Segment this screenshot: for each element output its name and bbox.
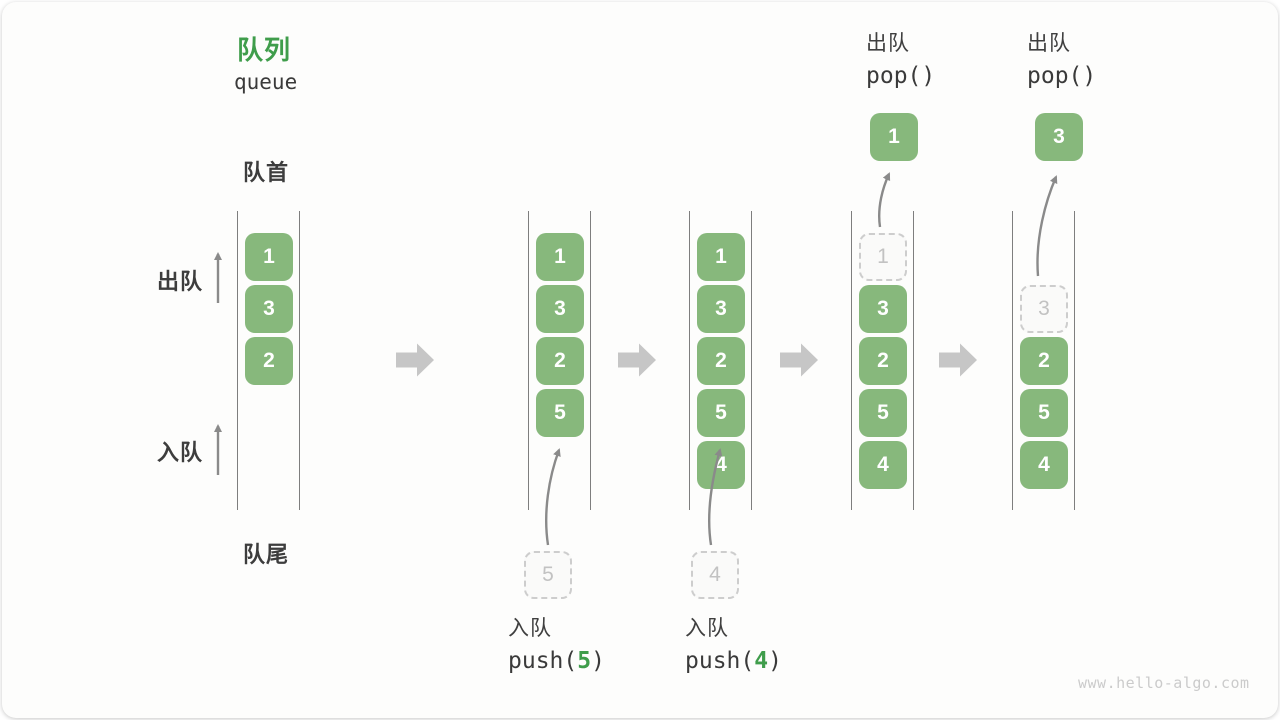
queue-item: 5 [536,389,584,437]
queue-item-popped: 3 [1035,113,1083,161]
operation-label-zh: 出队 [866,32,910,55]
queue-item: 1 [245,233,293,281]
queue-item: 3 [859,285,907,333]
queue-item: 2 [1020,337,1068,385]
label-queue-rear: 队尾 [243,542,290,567]
label-dequeue-direction: 出队 [157,269,204,294]
operation-label-push-5: 入队 push(5) [508,618,605,673]
queue-state-after-pop-3: 3 2 5 4 [1012,211,1075,510]
queue-item: 2 [245,337,293,385]
queue-state-after-pop-1: 1 3 2 5 4 [851,211,914,510]
queue-item: 5 [859,389,907,437]
queue-item: 4 [1020,441,1068,489]
queue-item: 2 [859,337,907,385]
operation-code: push(4) [685,648,782,674]
diagram-title-zh: 队列 [237,35,292,65]
queue-item: 3 [697,285,745,333]
operation-code: pop() [1027,63,1097,89]
queue-item: 5 [697,389,745,437]
queue-item: 5 [1020,389,1068,437]
label-enqueue-direction: 入队 [157,440,204,465]
queue-item-popped: 1 [870,113,918,161]
operation-label-push-4: 入队 push(4) [685,618,782,673]
queue-state-initial: 1 3 2 [237,211,300,510]
queue-item: 1 [697,233,745,281]
queue-item: 2 [536,337,584,385]
watermark: www.hello-algo.com [1078,674,1250,692]
queue-item-incoming: 4 [691,551,739,599]
queue-item-incoming: 5 [524,551,572,599]
diagram-title-en: queue [234,70,298,94]
queue-item: 4 [697,441,745,489]
queue-item-ghost: 1 [859,233,907,281]
operation-label-pop-1: 出队 pop() [866,33,935,88]
queue-item: 3 [245,285,293,333]
operation-label-zh: 出队 [1027,32,1071,55]
queue-state-after-push-4: 1 3 2 5 4 [689,211,752,510]
operation-arg: 5 [577,648,592,674]
queue-item: 1 [536,233,584,281]
operation-label-zh: 入队 [685,617,729,640]
queue-state-after-push-5: 1 3 2 5 [528,211,591,510]
queue-item-ghost: 3 [1020,285,1068,333]
operation-code: pop() [866,63,936,89]
operation-label-zh: 入队 [508,617,552,640]
operation-code: push(5) [508,648,605,674]
operation-label-pop-3: 出队 pop() [1027,33,1096,88]
queue-item: 3 [536,285,584,333]
operation-arg: 4 [754,648,769,674]
queue-item: 4 [859,441,907,489]
queue-item: 2 [697,337,745,385]
label-queue-front: 队首 [243,160,290,185]
